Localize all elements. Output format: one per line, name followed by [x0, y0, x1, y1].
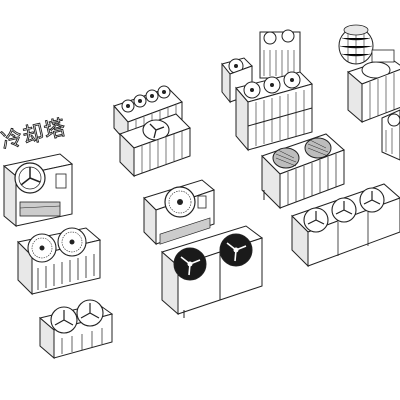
fan-icon	[27, 233, 57, 263]
fan-icon	[338, 24, 374, 65]
cooling-unit-single-fan-box	[0, 150, 80, 234]
fan-icon	[304, 137, 332, 159]
fan-icon	[272, 147, 300, 169]
fan-icon	[133, 94, 147, 108]
cooling-unit-stacked-tower	[221, 26, 318, 156]
cooling-unit-double-fan-grille	[16, 222, 106, 306]
fan-icon	[263, 76, 281, 94]
caption-label: 冷却塔	[0, 115, 69, 154]
fan-icon	[50, 306, 78, 334]
fan-icon	[173, 247, 207, 281]
fan-icon	[121, 99, 135, 113]
fan-icon	[164, 186, 196, 218]
fan-icon	[219, 233, 253, 267]
fan-icon	[142, 119, 170, 141]
fan-icon	[76, 299, 104, 327]
cooling-unit-two-grille-top	[260, 130, 352, 216]
fan-icon	[14, 162, 46, 194]
cooling-unit-dark-fan-pair	[160, 222, 272, 322]
fan-icon	[145, 89, 159, 103]
cooling-unit-single-fan-compact	[142, 174, 222, 252]
cooling-unit-triple-fan-wide	[290, 180, 400, 276]
fan-icon	[331, 197, 357, 223]
fan-icon	[157, 85, 171, 99]
fan-icon	[281, 29, 295, 43]
cooling-unit-edge-partial	[380, 108, 400, 168]
fan-icon	[243, 81, 261, 99]
fan-icon	[283, 71, 301, 89]
fan-icon	[263, 31, 277, 45]
cooling-unit-round-tower	[334, 14, 400, 128]
fan-icon	[387, 113, 400, 127]
cooling-unit-double-fan-small	[36, 298, 120, 368]
fan-icon	[359, 187, 385, 213]
fan-icon	[57, 227, 87, 257]
cooling-unit-four-fan-top	[110, 84, 196, 188]
fan-icon	[303, 207, 329, 233]
